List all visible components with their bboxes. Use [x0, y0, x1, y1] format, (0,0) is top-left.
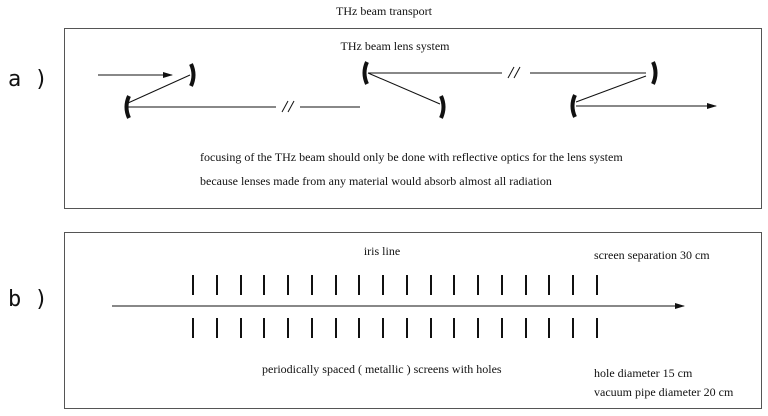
panel-a-note-line2: because lenses made from any material wo…: [200, 174, 552, 188]
panel-b-label: b ): [8, 287, 48, 312]
beam-segment: [367, 72, 441, 105]
mirrors: [124, 61, 658, 119]
mirror-icon: [570, 94, 577, 118]
panel-a-frame: [64, 28, 762, 209]
mirror-icon: [362, 61, 369, 85]
mirror-icon: [189, 63, 196, 87]
mirror-icon: [439, 95, 446, 119]
beam-segment: [575, 75, 647, 103]
beam-break-icon: [281, 66, 521, 113]
panel-a-heading: THz beam lens system: [341, 39, 451, 53]
screens-lower-row: [192, 318, 598, 338]
panel-b-frame: [64, 232, 762, 409]
reflective-optics-path: [98, 72, 717, 109]
hole-diameter-label: hole diameter 15 cm: [594, 366, 693, 380]
beam-segment: [127, 74, 191, 104]
figure-title: THz beam transport: [336, 4, 432, 18]
panel-a-label: a ): [8, 67, 48, 92]
screen-separation-label: screen separation 30 cm: [594, 248, 710, 262]
panel-b-heading: iris line: [364, 244, 400, 258]
mirror-icon: [651, 61, 658, 85]
screens-caption: periodically spaced ( metallic ) screens…: [262, 362, 502, 376]
screens-upper-row: [192, 275, 598, 295]
pipe-diameter-label: vacuum pipe diameter 20 cm: [594, 385, 734, 399]
mirror-icon: [124, 95, 131, 119]
panel-a-note-line1: focusing of the THz beam should only be …: [200, 150, 623, 164]
